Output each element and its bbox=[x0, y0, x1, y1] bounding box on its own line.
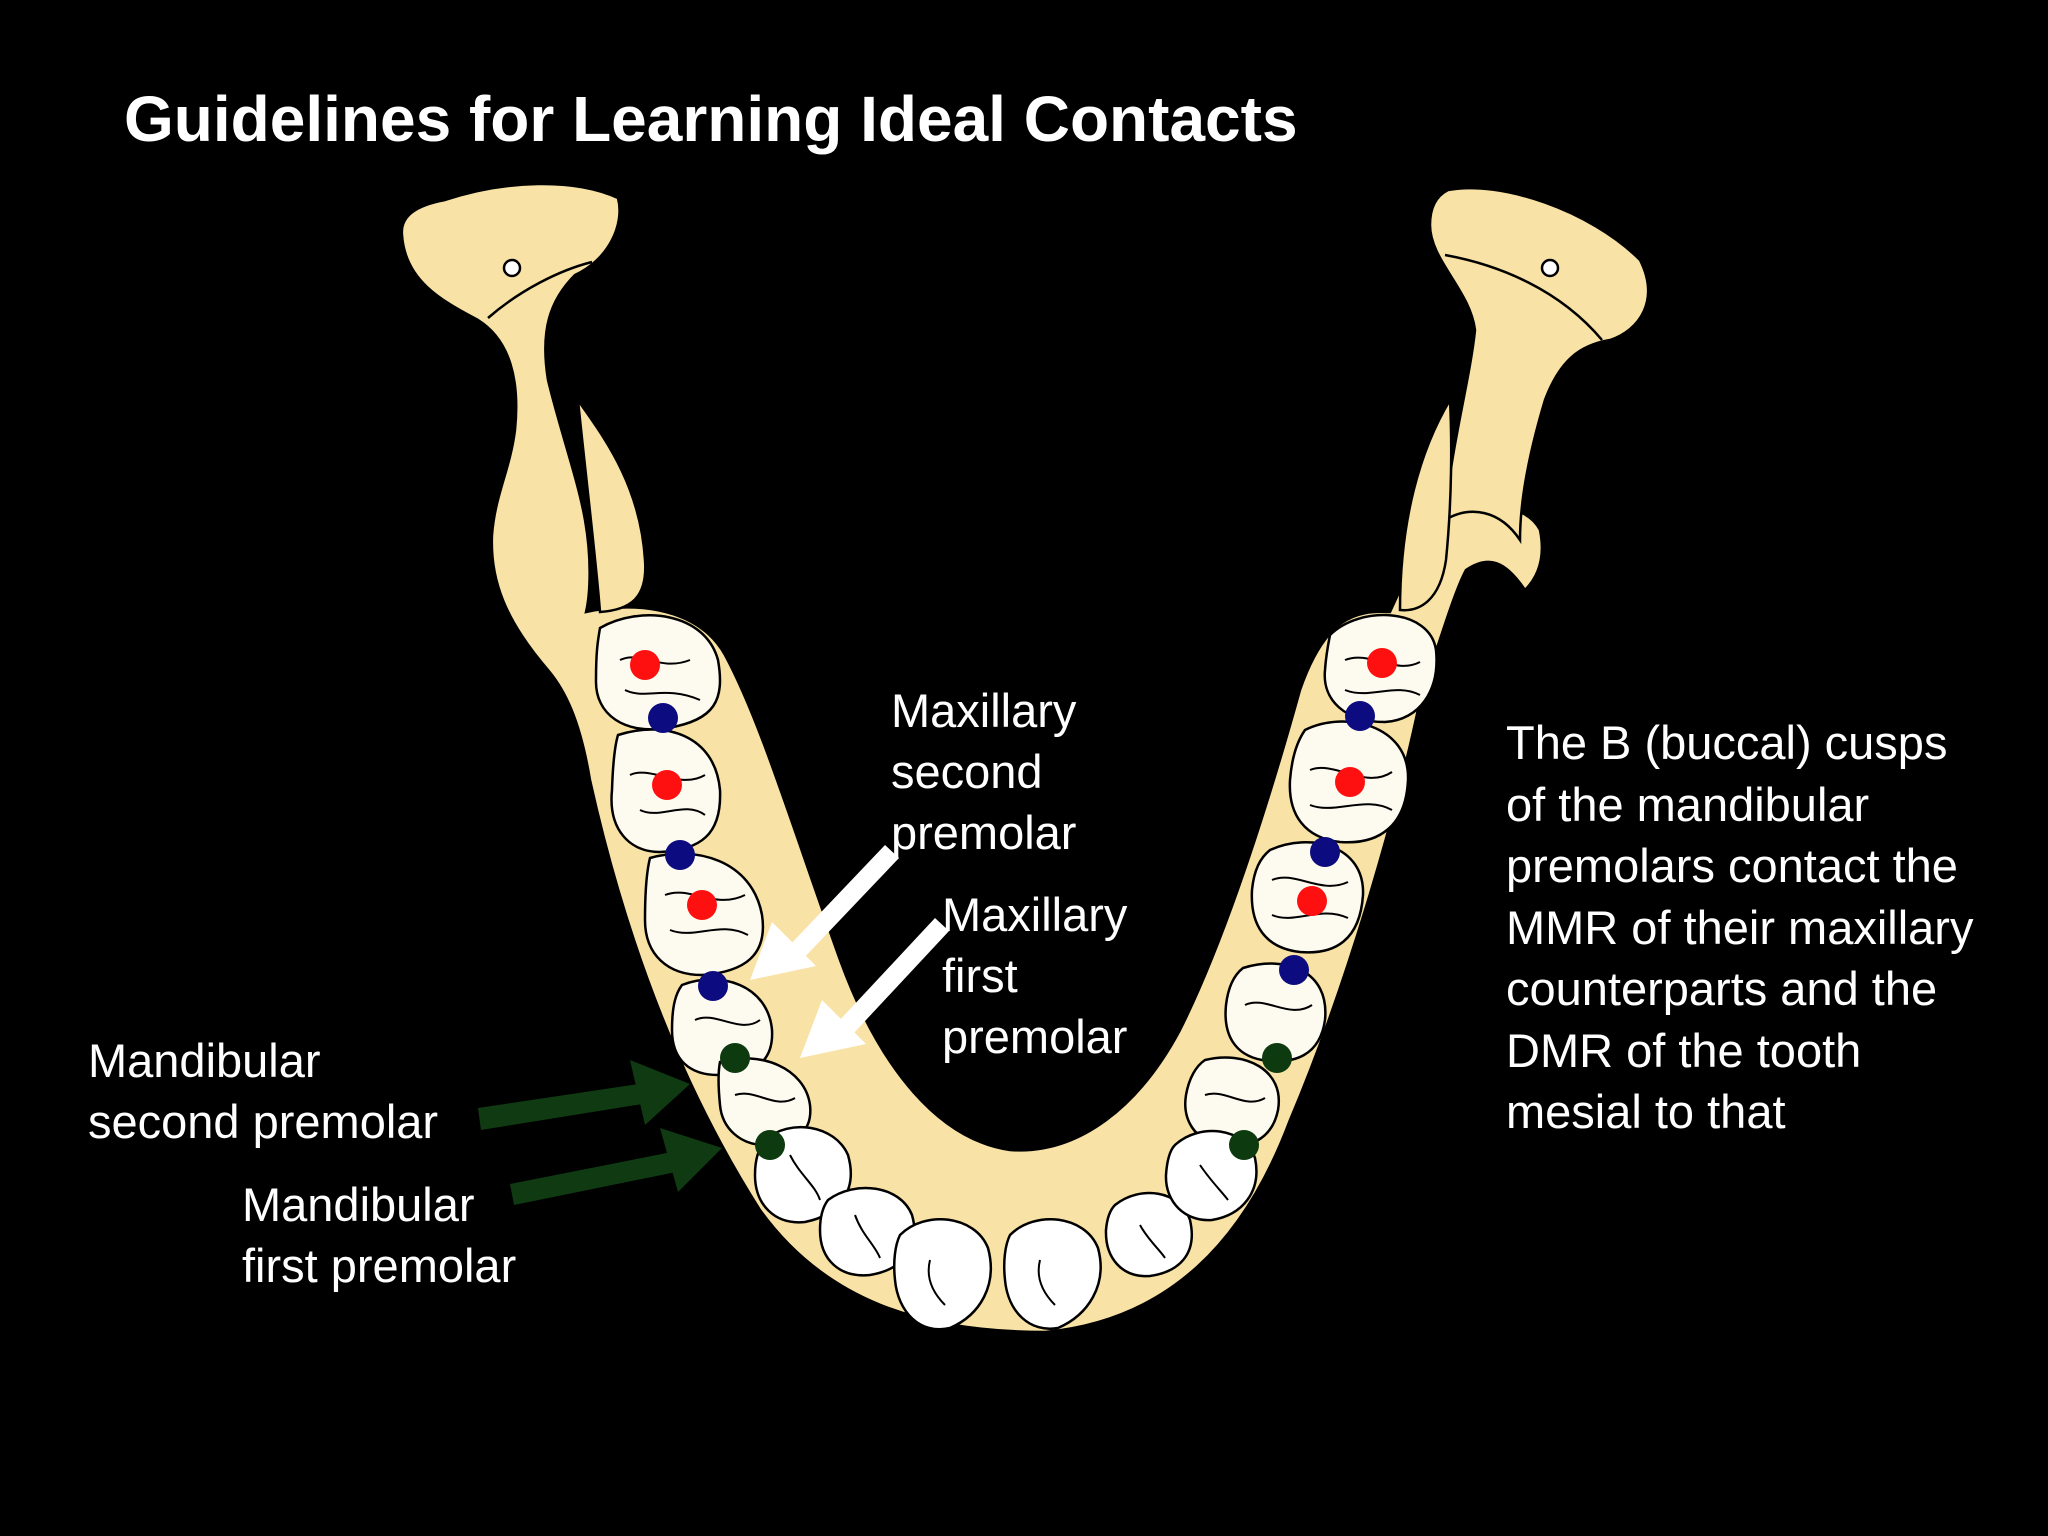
tooth-grooves bbox=[619, 656, 1421, 1306]
description-text: The B (buccal) cusps of the mandibular p… bbox=[1506, 716, 1974, 1138]
label-mandibular-second-premolar: Mandibular second premolar bbox=[88, 1034, 439, 1148]
anterior-teeth bbox=[753, 1125, 1258, 1331]
arrow-max-first bbox=[800, 918, 949, 1058]
red-contact bbox=[630, 650, 660, 680]
left-coronoid bbox=[576, 399, 647, 614]
left-condyle-line bbox=[487, 260, 593, 319]
red-contact bbox=[1297, 886, 1327, 916]
blue-contact bbox=[665, 840, 695, 870]
green-contact bbox=[1229, 1130, 1259, 1160]
green-contact bbox=[720, 1043, 750, 1073]
red-contact bbox=[652, 770, 682, 800]
arrow-mand-second bbox=[478, 1060, 690, 1130]
blue-contact bbox=[1279, 955, 1309, 985]
red-contact bbox=[1367, 648, 1397, 678]
right-condyle-line bbox=[1444, 253, 1603, 341]
left-condyle-hole bbox=[502, 258, 522, 278]
blue-contacts bbox=[648, 701, 1375, 1001]
blue-contact bbox=[648, 703, 678, 733]
red-contacts bbox=[630, 648, 1397, 920]
green-contact bbox=[755, 1130, 785, 1160]
green-contacts bbox=[720, 1043, 1292, 1160]
green-arrows bbox=[478, 1060, 722, 1205]
red-contact bbox=[1335, 767, 1365, 797]
label-mandibular-first-premolar: Mandibular first premolar bbox=[242, 1178, 517, 1292]
blue-contact bbox=[1345, 701, 1375, 731]
label-maxillary-first-premolar: Maxillary first premolar bbox=[942, 888, 1128, 1063]
right-condyle-hole bbox=[1540, 258, 1560, 278]
label-maxillary-second-premolar: Maxillary second premolar bbox=[891, 684, 1077, 859]
right-condyle bbox=[1428, 186, 1650, 545]
white-arrows bbox=[750, 845, 949, 1058]
arrow-mand-first bbox=[510, 1128, 722, 1205]
red-contact bbox=[687, 890, 717, 920]
right-coronoid bbox=[1398, 395, 1453, 612]
page-title: Guidelines for Learning Ideal Contacts bbox=[124, 83, 1298, 155]
blue-contact bbox=[1310, 837, 1340, 867]
green-contact bbox=[1262, 1043, 1292, 1073]
arrow-max-second bbox=[750, 845, 899, 980]
blue-contact bbox=[698, 971, 728, 1001]
